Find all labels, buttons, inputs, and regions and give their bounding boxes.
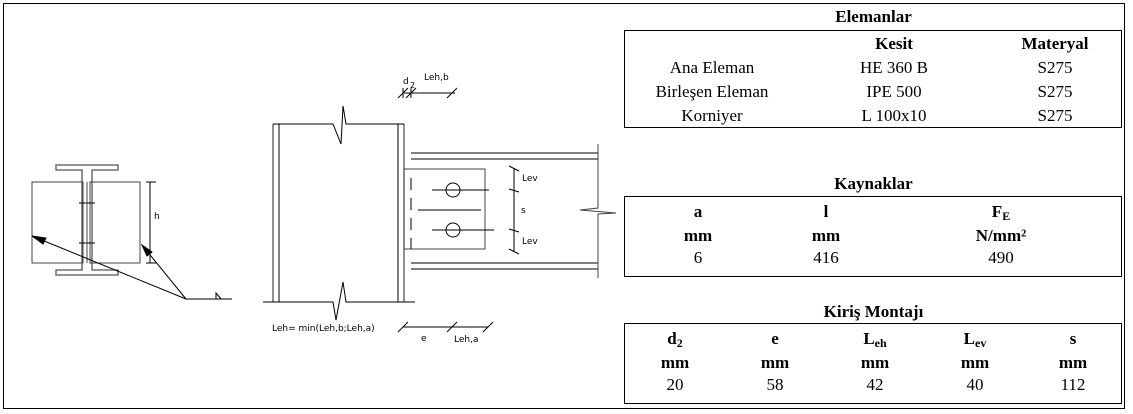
value-l: 416 <box>813 248 839 267</box>
element-materyal: S275 <box>1037 82 1073 101</box>
element-kesit: IPE 500 <box>866 82 922 101</box>
header-d2: d2 <box>667 329 683 350</box>
header-kesit: Kesit <box>875 34 913 53</box>
kiris-units-row: mm mm mm mm mm <box>625 351 1121 375</box>
unit-cell: mm <box>683 226 713 245</box>
header-lev: Lev <box>963 329 987 350</box>
table-row: Korniyer L 100x10 S275 <box>625 104 1121 128</box>
leh-a-label: Leh,a <box>454 335 478 345</box>
value-d2: 20 <box>666 375 684 394</box>
unit-cell: mm <box>811 226 841 245</box>
element-kesit: HE 360 B <box>860 58 928 77</box>
kaynaklar-title: Kaynaklar <box>834 174 913 193</box>
unit-cell: mm <box>760 353 790 372</box>
header-fe: FE <box>991 202 1011 223</box>
s-label: s <box>521 206 526 216</box>
angle-right-plate <box>89 181 141 264</box>
leh-formula-label: Leh= min(Leh,b;Leh,a) <box>272 324 375 334</box>
kaynaklar-table: a l FE mm mm N/mm² 6 416 490 <box>624 196 1122 277</box>
value-s: 112 <box>1060 375 1086 394</box>
elemanlar-header-row: Kesit Materyal <box>625 32 1121 56</box>
lev-top-label: Lev <box>522 174 538 184</box>
elemanlar-table: Kesit Materyal Ana Eleman HE 360 B S275 … <box>624 30 1122 128</box>
drawing-frame <box>3 3 1125 409</box>
header-l: l <box>823 202 829 221</box>
column-section-view <box>31 164 232 300</box>
beam-break <box>579 144 617 278</box>
kaynaklar-units-row: mm mm N/mm² <box>625 224 1121 248</box>
value-leh: 42 <box>866 375 884 394</box>
header-leh: Leh <box>863 329 887 350</box>
e-label: e <box>421 334 427 344</box>
header-cell <box>625 32 799 56</box>
weld-leader-1 <box>31 235 187 300</box>
element-kesit: L 100x10 <box>861 106 927 125</box>
element-name: Ana Eleman <box>669 58 755 77</box>
connection-drawing: h d 2 Leh,b Lev s Lev Leh= min(Leh,b;Leh… <box>31 73 617 345</box>
value-e: 58 <box>766 375 784 394</box>
unit-cell: mm <box>1058 353 1088 372</box>
kiris-header-row: d2 e Leh Lev s <box>625 327 1121 351</box>
header-materyal: Materyal <box>1021 34 1089 53</box>
angle-left-plate <box>31 181 84 264</box>
kiris-montaji-title: Kiriş Montajı <box>823 302 924 321</box>
column-top-flange <box>55 164 119 276</box>
d2-subscript-label: 2 <box>410 81 415 90</box>
element-name: Birleşen Eleman <box>655 82 769 101</box>
beam-elevation <box>397 87 617 333</box>
column-top-break <box>273 105 404 145</box>
unit-cell: mm <box>660 353 690 372</box>
elemanlar-title: Elemanlar <box>835 7 912 26</box>
table-row: Birleşen Eleman IPE 500 S275 <box>625 80 1121 104</box>
kaynaklar-values-row: 6 416 490 <box>625 248 1121 268</box>
angle-cleat <box>403 168 486 250</box>
value-fe: 490 <box>988 248 1014 267</box>
unit-cell: mm <box>860 353 890 372</box>
kaynaklar-header-row: a l FE <box>625 200 1121 224</box>
kiris-values-row: 20 58 42 40 112 <box>625 375 1121 395</box>
unit-cell: N/mm² <box>975 226 1027 245</box>
value-a: 6 <box>693 248 703 267</box>
lev-bottom-label: Lev <box>522 237 538 247</box>
leh-b-label: Leh,b <box>424 73 449 83</box>
table-row: Ana Eleman HE 360 B S275 <box>625 56 1121 80</box>
unit-cell: mm <box>960 353 990 372</box>
column-bottom-break <box>263 281 415 321</box>
header-a: a <box>693 202 703 221</box>
element-name: Korniyer <box>681 106 743 125</box>
header-s: s <box>1069 329 1077 348</box>
d2-label: d <box>403 77 409 87</box>
kiris-montaji-table: d2 e Leh Lev s mm mm mm mm mm 20 58 42 4… <box>624 323 1122 404</box>
element-materyal: S275 <box>1037 58 1073 77</box>
value-lev: 40 <box>966 375 984 394</box>
element-materyal: S275 <box>1037 106 1073 125</box>
column-elevation <box>263 105 415 321</box>
h-label: h <box>154 212 160 222</box>
header-e: e <box>771 329 779 348</box>
